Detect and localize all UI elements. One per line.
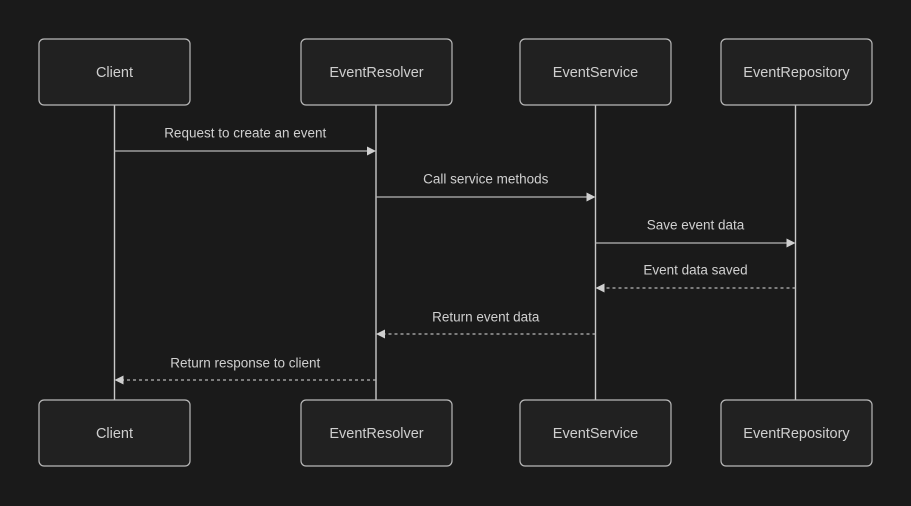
message-5: Return event data [376,310,596,339]
participant-label-client: Client [96,65,133,81]
participant-label-client: Client [96,426,133,442]
participant-label-event-resolver: EventResolver [329,65,423,81]
participant-box-client[interactable] [38,399,191,467]
message-label-3: Save event data [647,218,745,233]
participant-box-event-service[interactable] [519,38,672,106]
participant-label-event-service: EventService [553,426,638,442]
lifelines-layer [113,105,797,400]
participant-label-event-resolver: EventResolver [329,426,423,442]
participant-box-event-resolver[interactable] [300,399,453,467]
participant-box-event-repository[interactable] [720,38,873,106]
participant-top-event-repository[interactable]: EventRepository [720,38,873,106]
participant-bottom-client[interactable]: Client [38,399,191,467]
participant-top-client[interactable]: Client [38,38,191,106]
participant-label-event-service: EventService [553,65,638,81]
participant-bottom-event-service[interactable]: EventService [519,399,672,467]
message-label-2: Call service methods [423,172,549,187]
participant-label-event-repository: EventRepository [743,426,850,442]
arrow-head-icon-6 [114,375,124,385]
arrow-head-icon-5 [376,329,385,339]
arrow-head-icon-4 [595,283,605,293]
participant-box-event-service[interactable] [519,399,672,467]
message-6: Return response to client [114,356,376,385]
message-label-4: Event data saved [643,263,747,278]
participant-label-event-repository: EventRepository [743,65,850,81]
arrow-head-icon-3 [786,238,796,248]
message-label-6: Return response to client [170,356,320,371]
participant-box-event-repository[interactable] [720,399,873,467]
message-4: Event data saved [595,263,796,293]
message-1: Request to create an event [114,126,376,156]
participant-box-client[interactable] [38,38,191,106]
message-label-5: Return event data [432,310,540,325]
message-3: Save event data [595,218,796,248]
arrow-head-icon-2 [586,192,596,202]
participant-bottom-event-resolver[interactable]: EventResolver [300,399,453,467]
arrow-head-icon-1 [367,146,376,156]
participant-top-event-service[interactable]: EventService [519,38,672,106]
message-label-1: Request to create an event [164,126,326,141]
message-2: Call service methods [376,172,596,202]
participant-bottom-event-repository[interactable]: EventRepository [720,399,873,467]
participant-box-event-resolver[interactable] [300,38,453,106]
participant-top-event-resolver[interactable]: EventResolver [300,38,453,106]
